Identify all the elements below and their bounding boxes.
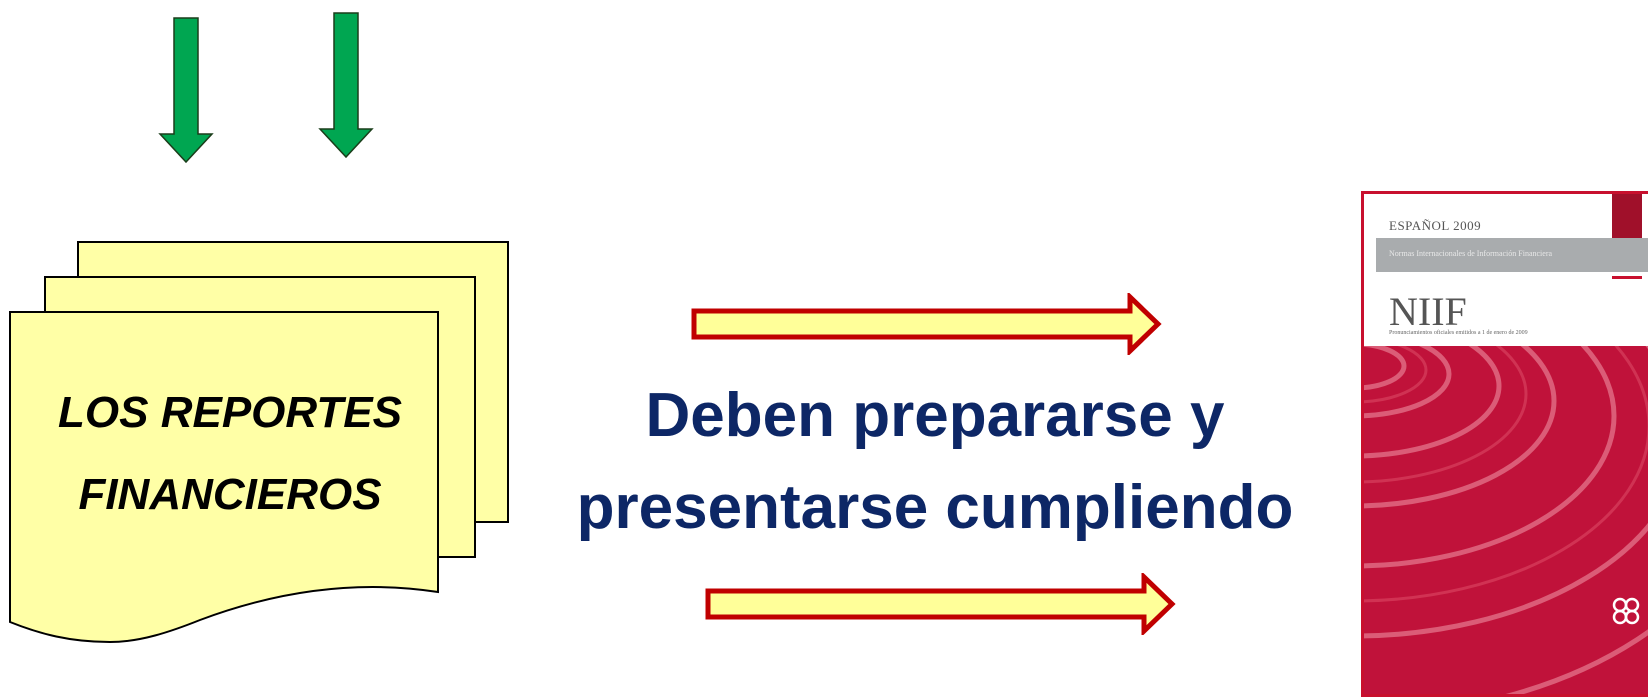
niif-book-cover: ESPAÑOL 2009 Normas Internacionales de I… <box>1361 191 1648 697</box>
red-arrow-top <box>691 293 1162 355</box>
main-statement-line-1: Deben prepararse y <box>645 381 1225 450</box>
book-accent-line <box>1612 276 1642 279</box>
book-banner <box>1376 238 1648 272</box>
book-accent-tab <box>1612 194 1642 242</box>
green-arrow-right <box>318 12 374 159</box>
iasb-logo-icon <box>1612 597 1640 625</box>
book-edition: ESPAÑOL 2009 <box>1389 218 1482 233</box>
book-subtitle: Pronunciamientos oficiales emitidos a 1 … <box>1389 330 1528 336</box>
document-sheet-front <box>9 311 439 644</box>
financial-reports-stack <box>9 241 509 644</box>
book-title: NIIF <box>1389 289 1467 334</box>
book-cover-art <box>1364 346 1648 694</box>
reports-label-line-2: FINANCIEROS <box>78 470 382 519</box>
reports-label-line-1: LOS REPORTES <box>58 388 402 437</box>
main-statement: Deben prepararse y presentarse cumpliend… <box>540 370 1330 554</box>
green-arrow-left <box>158 17 214 164</box>
main-statement-line-2: presentarse cumpliendo <box>576 473 1294 542</box>
red-arrow-bottom <box>705 573 1176 635</box>
financial-reports-label: LOS REPORTES FINANCIEROS <box>20 372 440 536</box>
book-banner-text: Normas Internacionales de Información Fi… <box>1389 249 1553 258</box>
